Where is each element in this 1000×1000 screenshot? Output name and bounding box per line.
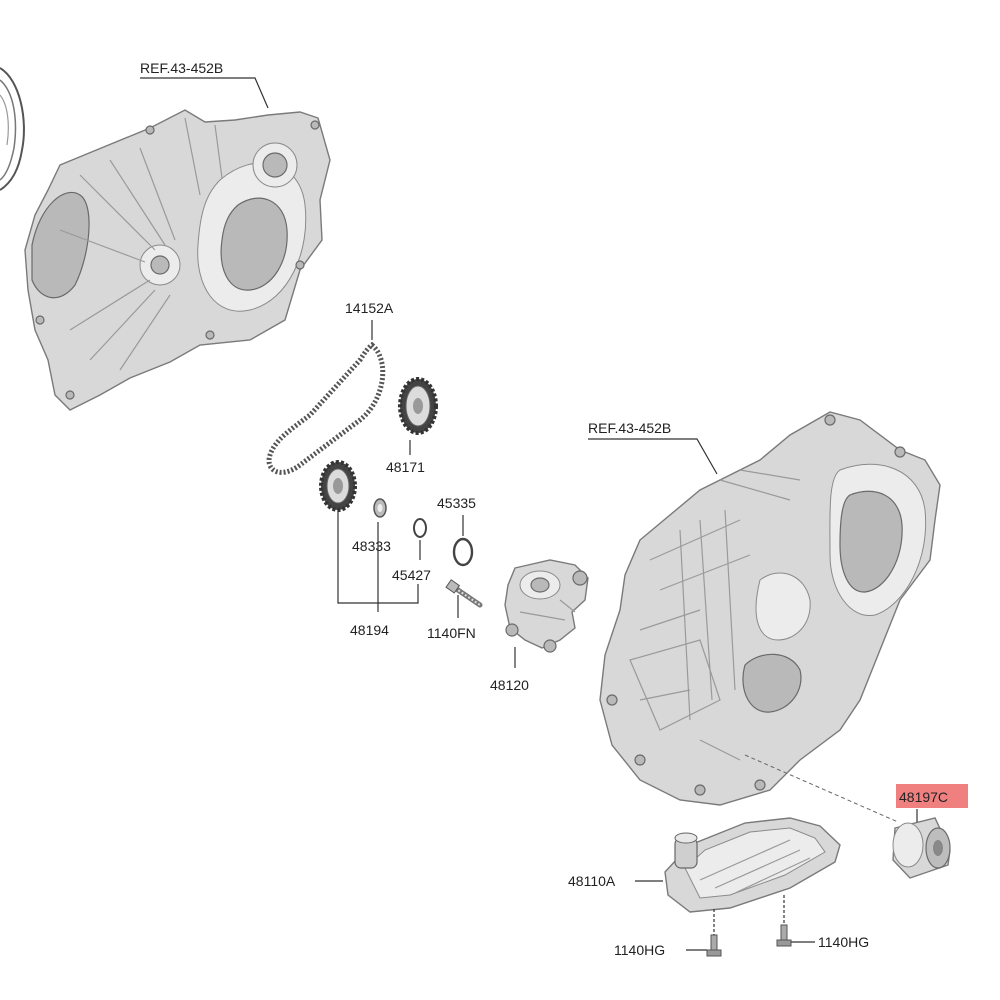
- drive-sprocket-part[interactable]: [319, 460, 357, 512]
- oil-strainer-part[interactable]: [664, 817, 841, 913]
- timing-chain-part[interactable]: [266, 341, 386, 475]
- label-48171: 48171: [386, 459, 425, 475]
- ref-right-leader: [588, 438, 718, 475]
- label-1140HG-left: 1140HG: [614, 942, 665, 958]
- label-48194: 48194: [350, 622, 389, 638]
- transaxle-case-housing[interactable]: [599, 411, 941, 806]
- bolt-1140HG-right-part[interactable]: [776, 924, 792, 947]
- highlight-48197C: [896, 784, 968, 808]
- o-ring-small-part[interactable]: [413, 518, 427, 538]
- label-1140HG-right: 1140HG: [818, 934, 869, 950]
- label-48120: 48120: [490, 677, 529, 693]
- label-45427: 45427: [392, 567, 431, 583]
- oil-filter-part[interactable]: [892, 817, 951, 879]
- ref-top-leader: [140, 77, 269, 109]
- label-48333: 48333: [352, 538, 391, 554]
- bolt-1140FN-part[interactable]: [445, 579, 483, 608]
- bolt-1140HG-left-part[interactable]: [706, 934, 722, 957]
- o-ring-large-part[interactable]: [452, 537, 474, 567]
- oil-pump-part[interactable]: [504, 559, 589, 653]
- ref-label-top: REF.43-452B: [140, 60, 223, 76]
- partial-ring-part: [0, 67, 25, 191]
- label-48110A: 48110A: [568, 873, 616, 889]
- transaxle-cover-housing[interactable]: [24, 109, 331, 411]
- label-1140FN: 1140FN: [427, 625, 476, 641]
- label-45335: 45335: [437, 495, 476, 511]
- label-14152A: 14152A: [345, 300, 394, 316]
- driven-sprocket-part[interactable]: [398, 377, 438, 435]
- label-48197C[interactable]: 48197C: [899, 789, 948, 805]
- washer-part[interactable]: [373, 498, 387, 518]
- ref-label-right: REF.43-452B: [588, 420, 671, 436]
